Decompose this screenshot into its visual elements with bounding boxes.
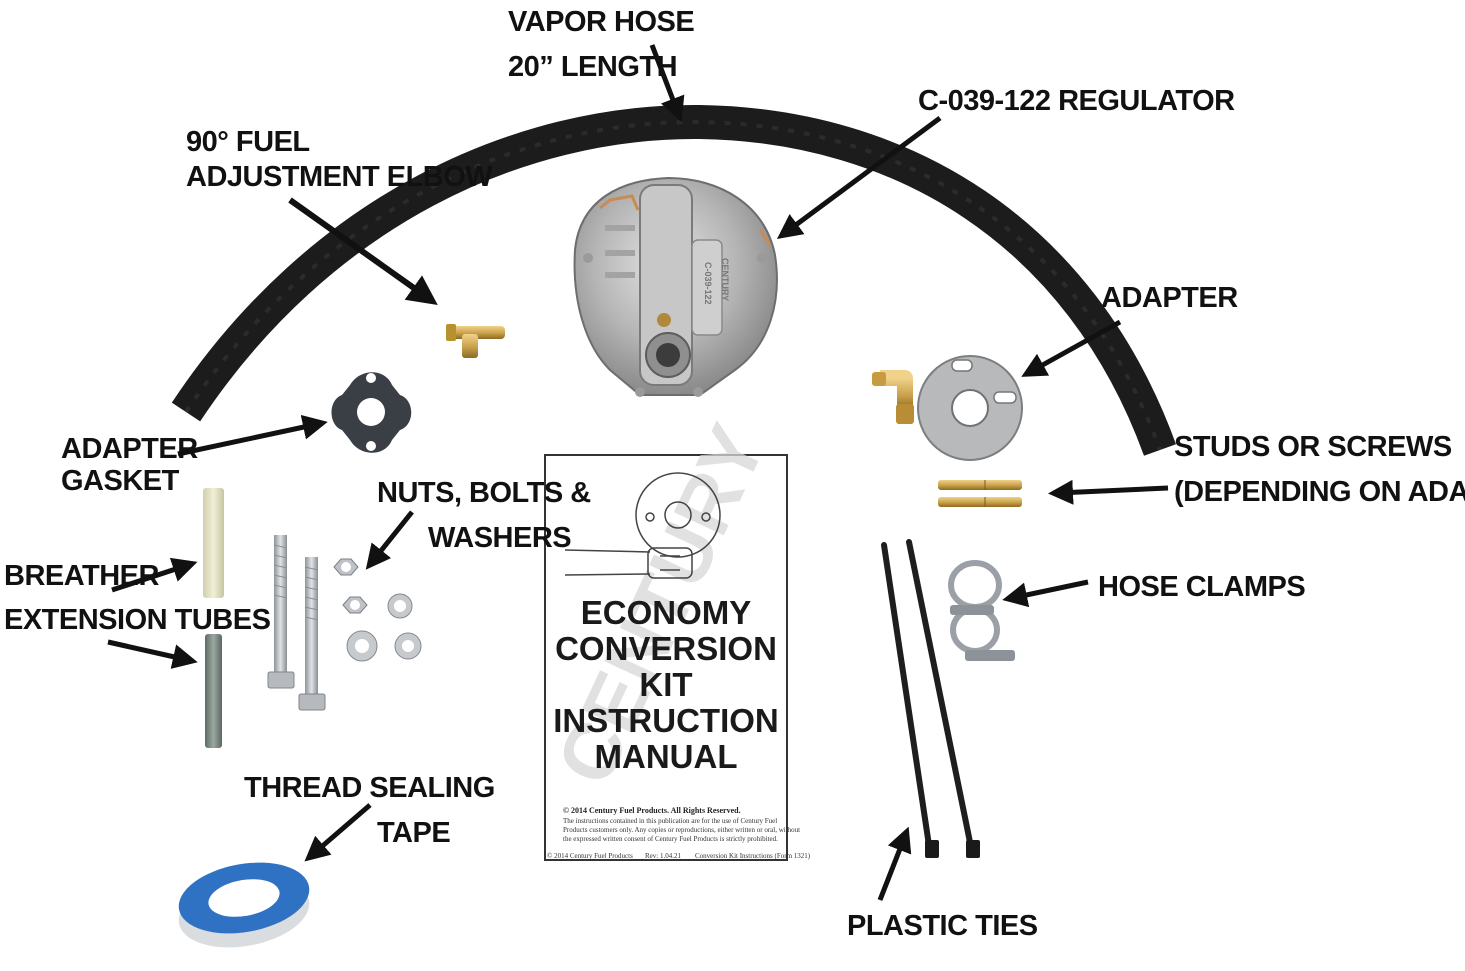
arrow-gasket [177,414,328,457]
thread-tape-image [178,862,310,948]
manual-fine-line3: the expressed written consent of Century… [563,835,778,843]
label-studs-line2: (DEPENDING ON ADAPTER) [1174,476,1465,508]
label-studs-line1: STUDS OR SCREWS [1174,431,1452,463]
manual-fine-line1: The instructions contained in this publi… [563,817,777,825]
label-gasket-line2: GASKET [61,465,180,497]
arrow-vapor-hose [649,44,685,123]
label-gasket-line1: ADAPTER [61,433,198,465]
label-regulator: C-039-122 REGULATOR [918,85,1235,117]
label-elbow-line1: 90° FUEL [186,126,310,158]
manual-title-line1: ECONOMY [581,594,752,631]
arrow-studs [1048,479,1169,505]
arrow-adapter [1021,319,1122,377]
vapor-hose [171,104,1176,456]
arrow-elbow [288,197,438,305]
fuel-elbow-image [446,324,505,358]
manual-footer-right: Conversion Kit Instructions (Form 1321) [695,852,811,860]
arrow-breather-1 [111,557,198,593]
label-nuts-line1: NUTS, BOLTS & [377,477,591,509]
plastic-ties-image [881,539,980,858]
arrow-ties [877,826,912,901]
adapter-gasket-image [331,372,412,453]
manual-title-line4: INSTRUCTION [553,702,779,739]
regulator-brand-text: CENTURY [720,258,730,301]
breather-tubes-image [203,488,224,748]
label-tape-line2: TAPE [377,817,450,849]
arrow-breather-2 [107,639,198,669]
manual-title-line3: KIT [639,666,692,703]
labels: VAPOR HOSE 20” LENGTH C-039-122 REGULATO… [4,6,1465,942]
manual-fine-line2: Products customers only. Any copies or r… [563,826,800,834]
adapter-image [872,355,1023,461]
label-tape-line1: THREAD SEALING [244,772,495,804]
hose-clamps-image [948,560,1015,661]
arrow-nuts [365,510,414,570]
arrow-tape [304,803,372,862]
arrow-clamps [1002,579,1089,608]
label-breather-line1: BREATHER [4,560,160,592]
callout-arrows [107,44,1169,901]
instruction-manual: CENTURY ECONOMY CONVERSION KIT INSTRUCTI… [540,412,811,861]
manual-diagram-icon [564,472,721,579]
label-clamps: HOSE CLAMPS [1098,571,1305,603]
manual-title-line2: CONVERSION [555,630,777,667]
nuts-washers-image [333,558,422,662]
arrow-regulator [776,115,942,239]
manual-title-line5: MANUAL [595,738,738,775]
manual-footer-mid: Rev: 1.04.21 [645,852,681,860]
manual-footer-left: © 2014 Century Fuel Products [547,852,633,860]
label-adapter: ADAPTER [1101,282,1238,314]
regulator-image: C-039-122 CENTURY [573,176,778,397]
label-vapor-hose-line1: VAPOR HOSE [508,6,694,38]
label-vapor-hose-line2: 20” LENGTH [508,51,677,83]
manual-copyright: © 2014 Century Fuel Products. All Rights… [563,806,741,815]
label-nuts-line2: WASHERS [428,522,571,554]
studs-image [938,480,1022,507]
label-ties: PLASTIC TIES [847,910,1038,942]
label-breather-line2: EXTENSION TUBES [4,604,271,636]
label-elbow-line2: ADJUSTMENT ELBOW [186,161,493,193]
regulator-model-text: C-039-122 [703,262,713,305]
bolts-image [267,535,326,711]
